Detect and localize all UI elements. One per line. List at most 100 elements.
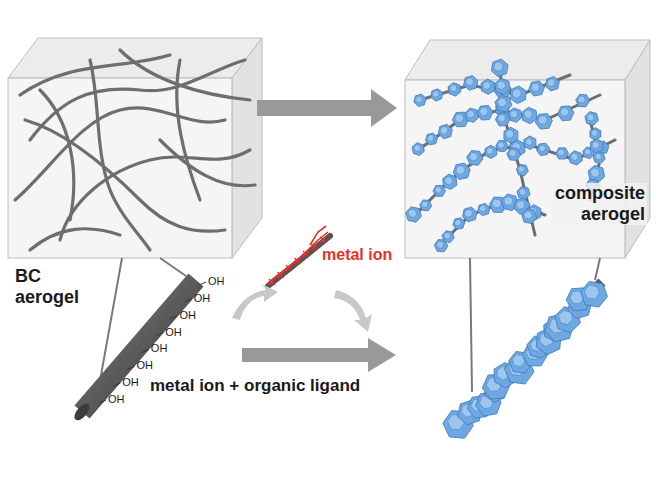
bc-fiber <box>420 75 570 100</box>
crystal-facet <box>526 138 533 146</box>
mof-crystal <box>431 89 443 101</box>
mof-crystal <box>576 94 590 107</box>
mof-crystal <box>438 124 452 139</box>
hydroxyl-group: OH <box>137 359 154 371</box>
metal-ion-label: metal ion <box>322 246 392 264</box>
mof-crystal <box>508 108 522 122</box>
crystal-facet <box>560 108 569 116</box>
mof-crystal <box>556 148 569 159</box>
crystal-facet <box>498 142 505 148</box>
mof-crystal <box>522 107 537 123</box>
crystal-facet <box>469 153 478 161</box>
mof-crystal <box>495 96 512 112</box>
mof-crystal <box>481 79 495 94</box>
crystal-facet <box>456 165 465 174</box>
crystal-facet <box>591 130 597 137</box>
mof-crystal <box>496 140 509 151</box>
crystal-facet <box>435 187 442 193</box>
mof-crystal <box>507 148 521 161</box>
reagent-label: metal ion + organic ligand <box>150 376 360 396</box>
composite-aerogel-cube <box>405 40 650 258</box>
metal-ion-mark <box>320 237 326 243</box>
metal-ion-mark <box>295 258 301 264</box>
bond-line <box>113 383 120 386</box>
aerogel-block: BC aerogel <box>5 30 267 320</box>
mof-crystal <box>558 106 574 121</box>
mof-crystal <box>569 151 583 165</box>
mof-crystal <box>522 209 537 224</box>
bond-line <box>185 299 192 302</box>
mof-crystal <box>495 78 511 94</box>
aerogel-block: composite aerogel <box>403 35 653 263</box>
metal-ion-mark <box>269 279 275 285</box>
crystal-facet <box>524 110 532 119</box>
metal-ion-mark <box>312 244 318 250</box>
mof-crystal <box>510 86 526 104</box>
mof-crystal <box>581 281 608 307</box>
mof-crystal <box>453 163 470 180</box>
metal-ion-mark <box>286 265 292 271</box>
mof-crystal <box>420 200 432 211</box>
mof-crystal <box>448 83 461 97</box>
mof-crystal <box>590 139 603 153</box>
bc-fiber <box>418 95 600 150</box>
crystal-facet <box>466 78 474 86</box>
mof-crystal <box>406 207 422 222</box>
bond-line <box>199 282 206 285</box>
crystal-facet <box>538 116 547 125</box>
crystal-facet <box>504 196 513 205</box>
hydroxyl-group: OH <box>179 309 196 321</box>
crystal-facet <box>483 81 490 90</box>
mof-crystal <box>412 143 424 156</box>
crystal-facet <box>524 211 532 219</box>
mof-crystal <box>545 77 559 91</box>
hydroxyl-group: OH <box>165 326 182 338</box>
crystal-facet <box>585 285 600 299</box>
leader-line <box>470 258 600 392</box>
metal-ion-mark <box>286 265 292 271</box>
mof-crystal <box>464 76 478 91</box>
mof-crystal <box>414 94 426 106</box>
crystal-facet <box>492 199 502 207</box>
bond-line <box>156 333 163 336</box>
crystal-facet <box>539 145 546 152</box>
mof-crystal <box>504 127 518 143</box>
mof-crystal <box>590 128 601 141</box>
crystal-facet <box>506 130 514 139</box>
mof-crystal <box>517 187 530 200</box>
crystal-facet <box>558 149 565 155</box>
bond-line <box>99 400 106 403</box>
crystal-facet <box>440 126 448 134</box>
crystal-facet <box>487 147 493 154</box>
crystal-facet <box>450 85 457 92</box>
mof-crystal <box>593 152 605 164</box>
mof-crystal <box>485 145 497 158</box>
aerogel-label: composite aerogel <box>553 183 647 225</box>
mof-crystal <box>467 151 483 166</box>
composite-fiber <box>443 281 608 438</box>
bond-line <box>170 316 177 319</box>
crystal-facet <box>592 141 599 149</box>
crystal-facet <box>480 205 487 212</box>
arrow-shaft <box>257 100 371 116</box>
hydroxyl-group: OH <box>194 292 211 304</box>
bond-line <box>128 366 135 369</box>
metal-ion-mark <box>303 251 309 257</box>
crystal-facet <box>467 110 475 118</box>
mof-crystal <box>426 133 438 145</box>
crystal-facet <box>587 114 594 122</box>
transform-arrow <box>257 89 397 127</box>
mof-crystal <box>537 143 550 155</box>
crystal-facet <box>512 89 521 99</box>
crystal-facet <box>427 135 434 142</box>
crystal-facet <box>422 202 429 208</box>
crystal-facet <box>479 108 488 116</box>
crystal-facet <box>595 154 602 161</box>
mof-crystal <box>529 81 545 96</box>
hydroxyl-group: OH <box>122 376 139 388</box>
metal-ion-mark <box>303 251 309 257</box>
crystal-facet <box>445 176 453 185</box>
metal-ion-mark <box>278 272 284 278</box>
